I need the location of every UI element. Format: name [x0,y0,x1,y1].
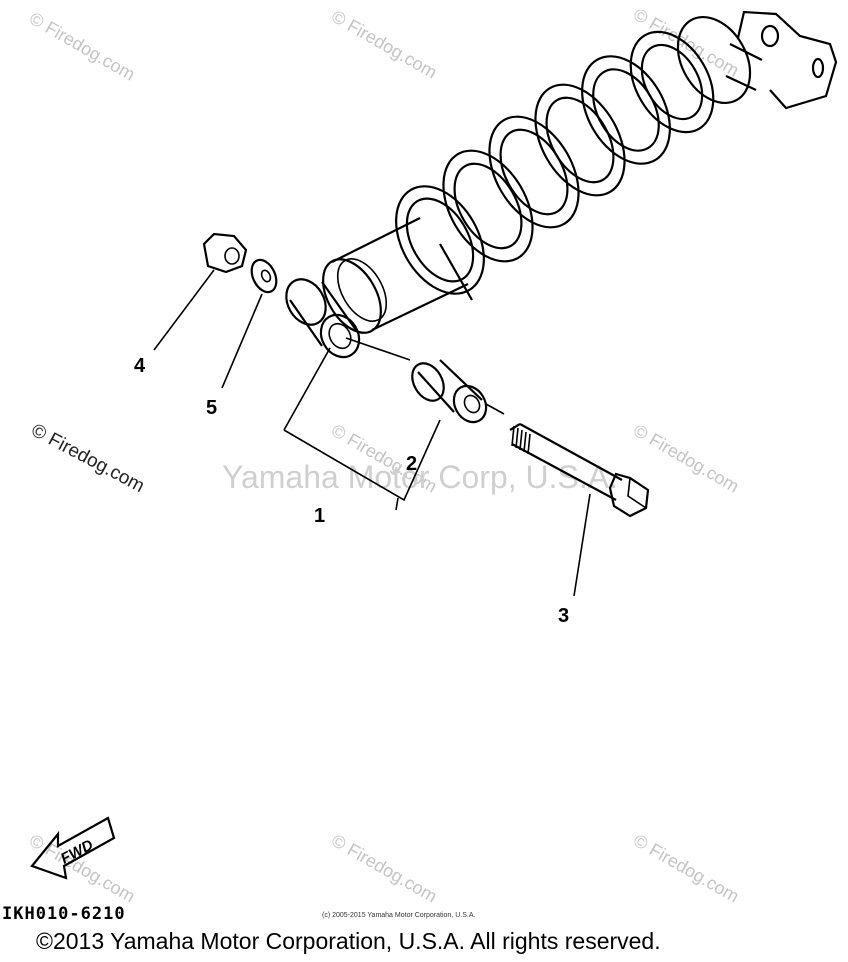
diagram-code: IKH010-6210 [2,904,126,924]
part-1-collar [285,278,361,359]
callout-1: 1 [314,505,325,527]
part-4-nut [202,232,248,274]
watermark-top-center: © Firedog.com [328,6,440,82]
watermark-left-dark: © Firedog.com [28,420,148,497]
part-5-washer [250,258,278,294]
watermark-bottom-right: © Firedog.com [630,830,742,906]
watermark-bottom-center: © Firedog.com [328,830,440,906]
leader-lines [153,269,591,597]
copyright-notice: ©2013 Yamaha Motor Corporation, U.S.A. A… [36,928,661,954]
callout-4: 4 [134,355,146,377]
damper-body [322,217,473,334]
watermark-mid-right: © Firedog.com [630,420,742,496]
upper-mount-bracket [725,10,838,110]
coil-spring [395,15,752,295]
callout-5: 5 [206,397,217,419]
callout-2: 2 [406,453,417,475]
watermark-top-left: © Firedog.com [26,8,138,84]
part-2-sleeve [411,359,488,424]
small-copyright: (c) 2005-2015 Yamaha Motor Corporation, … [322,912,476,919]
part-3-bolt [509,423,650,518]
callout-3: 3 [558,605,569,627]
